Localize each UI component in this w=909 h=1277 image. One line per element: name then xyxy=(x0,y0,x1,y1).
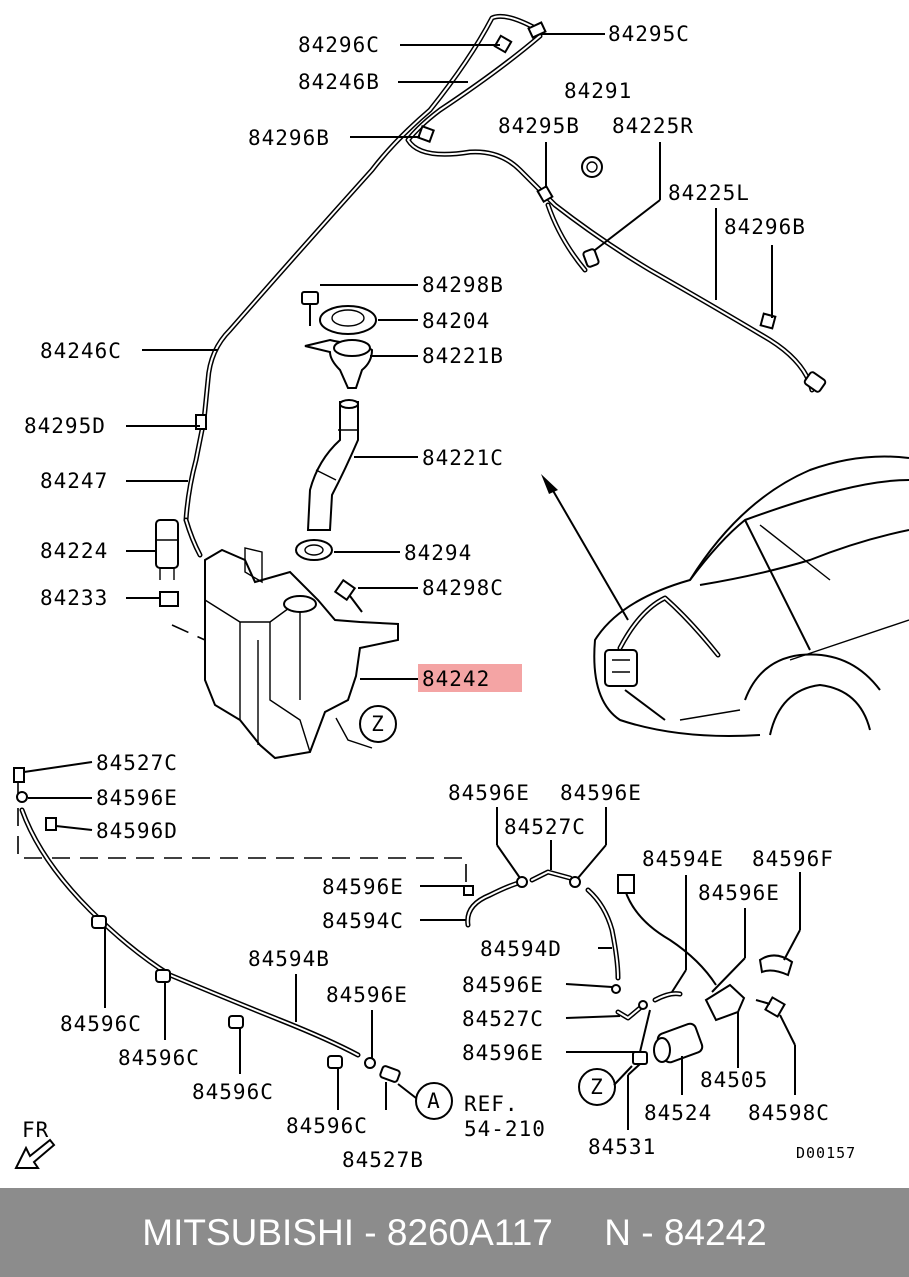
label-84596E-left: 84596E xyxy=(96,786,178,810)
parts-diagram: Z Z A 84296C 84295C 84246B 84291 84295B … xyxy=(13,13,909,1172)
footer-caption: MITSUBISHI - 8260A117 N - 84242 xyxy=(142,1211,767,1253)
label-84204: 84204 xyxy=(422,309,490,333)
label-84596E-low2: 84596E xyxy=(326,983,408,1007)
label-84225R: 84225R xyxy=(612,114,694,138)
hose-fittings xyxy=(195,21,827,430)
callout-a: A xyxy=(415,1082,453,1120)
vehicle-washer-location xyxy=(604,595,721,721)
front-label: FR xyxy=(22,1118,49,1142)
label-84596C-1: 84596C xyxy=(60,1012,142,1036)
label-84531: 84531 xyxy=(588,1135,656,1159)
label-84527C-low: 84527C xyxy=(462,1007,544,1031)
label-84296B-right: 84296B xyxy=(724,215,806,239)
label-84296C: 84296C xyxy=(298,33,380,57)
lower-hose-84594C xyxy=(465,879,525,928)
label-84224: 84224 xyxy=(40,539,108,563)
leader-arrow-to-car xyxy=(541,474,629,621)
callout-z-tank-text: Z xyxy=(371,712,385,736)
grommet-84233 xyxy=(159,591,179,607)
label-84295C-top: 84295C xyxy=(608,22,690,46)
bracket-84505 xyxy=(704,983,746,1022)
section-dash-line xyxy=(17,780,467,885)
label-84596E-mid2: 84596E xyxy=(560,781,642,805)
bolt-84298C xyxy=(333,578,363,613)
pump-84224 xyxy=(155,519,179,580)
diagram-code: D00157 xyxy=(796,1144,856,1162)
highlight-84242 xyxy=(418,664,522,692)
label-84527C-left: 84527C xyxy=(96,751,178,775)
label-84294: 84294 xyxy=(404,541,472,565)
label-84598C: 84598C xyxy=(748,1101,830,1125)
label-84298C: 84298C xyxy=(422,576,504,600)
label-84596E-low3: 84596E xyxy=(462,1041,544,1065)
lower-hose-84594E xyxy=(617,874,717,986)
washer-tank-84242 xyxy=(204,547,399,760)
grommet-84531 xyxy=(632,1051,648,1065)
small-clips xyxy=(13,767,648,1083)
clamp-84596F xyxy=(758,954,794,977)
label-84594C: 84594C xyxy=(322,909,404,933)
ref-line-1: REF. xyxy=(464,1092,519,1116)
label-84596C-4: 84596C xyxy=(286,1114,368,1138)
grommet-84294 xyxy=(295,539,333,561)
part-labels: 84296C 84295C 84246B 84291 84295B 84225R… xyxy=(24,22,856,1172)
callout-z-pump: Z xyxy=(578,1068,616,1106)
label-84298B: 84298B xyxy=(422,273,504,297)
label-84221B: 84221B xyxy=(422,344,504,368)
label-84596E-c: 84596E xyxy=(322,875,404,899)
label-84296B-left: 84296B xyxy=(248,126,330,150)
label-84594B: 84594B xyxy=(248,947,330,971)
label-84527C-mid: 84527C xyxy=(504,815,586,839)
connector-84527C-low xyxy=(615,991,683,1021)
filler-neck-84221B xyxy=(304,338,374,389)
label-84221C: 84221C xyxy=(422,446,504,470)
label-84524: 84524 xyxy=(644,1101,712,1125)
filler-tube-84221C xyxy=(306,399,359,531)
label-84596E-low1: 84596E xyxy=(462,973,544,997)
callout-z-tank-line xyxy=(335,717,373,749)
label-84233: 84233 xyxy=(40,586,108,610)
footer-bar: MITSUBISHI - 8260A117 N - 84242 xyxy=(0,1188,909,1277)
pump-84524 xyxy=(653,1022,704,1064)
label-84291: 84291 xyxy=(564,79,632,103)
label-84596D: 84596D xyxy=(96,819,178,843)
bolt-84598C xyxy=(755,996,786,1018)
front-arrow: FR xyxy=(14,1118,56,1169)
label-84596E-right: 84596E xyxy=(698,881,780,905)
label-84247: 84247 xyxy=(40,469,108,493)
label-84225L: 84225L xyxy=(668,181,750,205)
callout-a-text: A xyxy=(427,1089,441,1113)
label-84242: 84242 xyxy=(422,667,490,691)
pump-leader-dash xyxy=(171,624,206,641)
label-84596C-3: 84596C xyxy=(192,1080,274,1104)
ref-line-2: 54-210 xyxy=(464,1117,546,1141)
label-84594D: 84594D xyxy=(480,937,562,961)
reservoir-cap-84204 xyxy=(319,305,377,335)
label-84246C: 84246C xyxy=(40,339,122,363)
vehicle-outline xyxy=(593,455,909,737)
label-84295D: 84295D xyxy=(24,414,106,438)
bolt-84298B xyxy=(301,291,319,326)
label-84527B: 84527B xyxy=(342,1148,424,1172)
connector-84527C-mid xyxy=(529,869,573,883)
label-84505: 84505 xyxy=(700,1068,768,1092)
front-arrow-icon xyxy=(14,1138,56,1169)
label-84596E-mid1: 84596E xyxy=(448,781,530,805)
label-84594E: 84594E xyxy=(642,847,724,871)
label-84596F: 84596F xyxy=(752,847,834,871)
upper-hose-84246 xyxy=(183,13,815,558)
label-84596C-2: 84596C xyxy=(118,1046,200,1070)
callout-z-tank: Z xyxy=(359,705,397,743)
label-84295B: 84295B xyxy=(498,114,580,138)
label-84246B: 84246B xyxy=(298,70,380,94)
leader-lines xyxy=(23,33,801,1130)
lower-hose-84594D xyxy=(585,887,621,981)
callout-z-pump-text: Z xyxy=(590,1075,604,1099)
